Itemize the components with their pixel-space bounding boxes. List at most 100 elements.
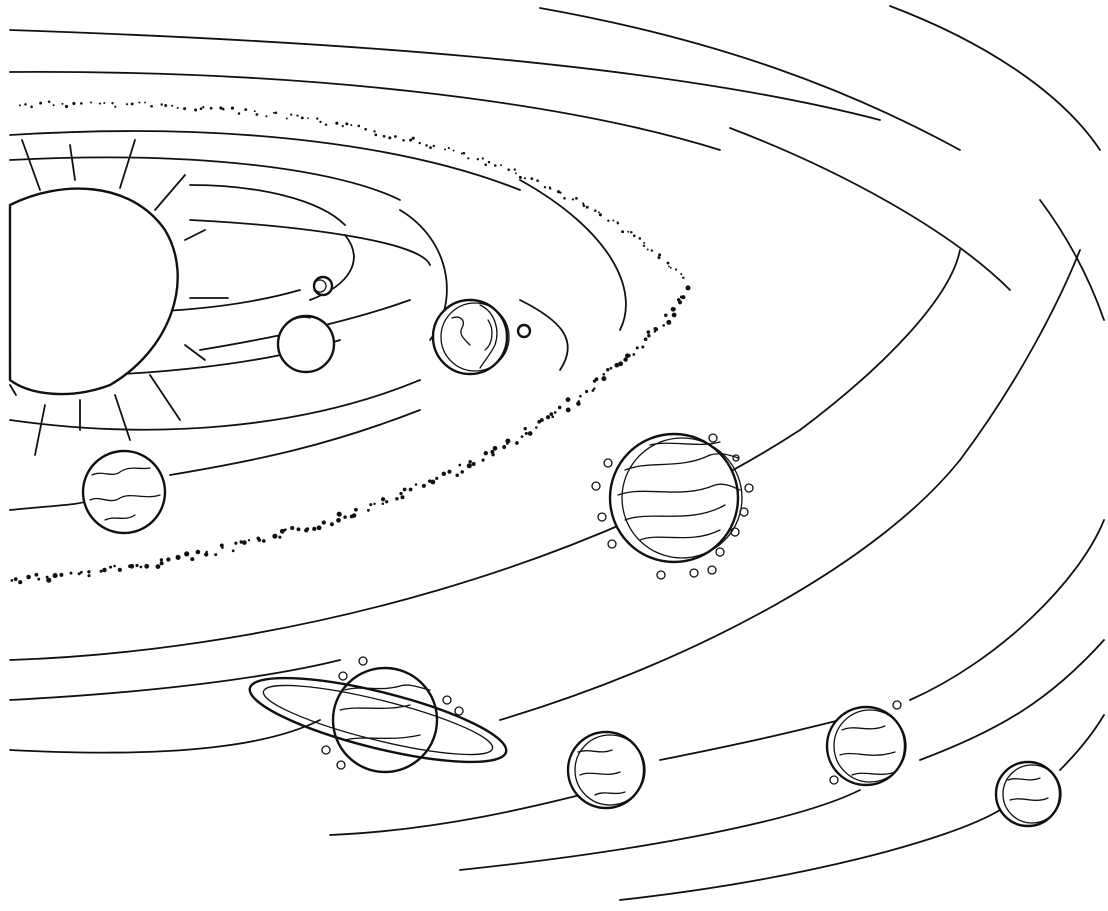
asteroid <box>231 107 234 110</box>
asteroid <box>144 564 149 569</box>
asteroid <box>528 431 533 436</box>
asteroid <box>612 219 614 221</box>
moon <box>518 325 530 337</box>
asteroid <box>248 539 250 541</box>
asteroid <box>184 551 189 556</box>
asteroid <box>222 108 225 111</box>
asteroid <box>632 353 635 356</box>
venus <box>278 316 334 372</box>
asteroid <box>559 191 561 193</box>
asteroid <box>18 580 22 584</box>
asteroid <box>601 376 606 381</box>
neptune <box>827 701 906 785</box>
asteroid <box>566 397 571 402</box>
asteroid <box>290 114 292 116</box>
asteroid <box>425 144 428 147</box>
asteroid <box>160 561 164 565</box>
asteroid <box>166 557 170 561</box>
asteroid <box>482 459 485 462</box>
asteroid <box>394 135 397 138</box>
asteroid <box>521 435 524 438</box>
asteroid <box>304 528 308 532</box>
asteroid <box>566 407 571 412</box>
asteroid <box>53 573 58 578</box>
asteroid <box>278 536 281 539</box>
asteroid <box>129 564 134 569</box>
asteroid <box>636 346 639 349</box>
asteroid <box>325 123 327 125</box>
asteroid <box>575 197 578 200</box>
asteroid <box>681 295 685 299</box>
asteroid <box>519 176 522 179</box>
asteroid <box>431 480 436 485</box>
asteroid <box>666 320 671 325</box>
asteroid <box>232 549 235 552</box>
asteroid <box>254 110 256 112</box>
asteroid <box>335 122 338 125</box>
asteroid <box>65 105 68 108</box>
asteroid <box>677 298 680 301</box>
asteroid <box>113 565 116 568</box>
asteroid <box>19 104 21 106</box>
asteroid <box>647 249 649 251</box>
asteroid <box>364 128 367 131</box>
asteroid <box>258 538 262 542</box>
asteroid <box>312 527 316 531</box>
asteroid <box>658 253 661 256</box>
asteroid <box>238 112 241 115</box>
orbit-lines <box>10 6 1104 900</box>
asteroid <box>144 102 146 104</box>
asteroid <box>507 168 510 171</box>
jupiter <box>592 434 753 579</box>
asteroid <box>433 145 435 147</box>
asteroid <box>357 125 360 128</box>
asteroid <box>675 268 677 270</box>
asteroid <box>336 518 341 523</box>
asteroid <box>682 277 684 279</box>
asteroid <box>602 373 605 376</box>
asteroid <box>200 107 203 110</box>
asteroid <box>138 101 140 103</box>
asteroid <box>458 464 461 467</box>
asteroid <box>544 186 546 188</box>
asteroid <box>316 117 318 119</box>
asteroid <box>582 202 584 204</box>
asteroid <box>399 492 402 495</box>
asteroid <box>39 102 42 105</box>
asteroid <box>554 411 557 414</box>
asteroid <box>160 103 162 105</box>
asteroid <box>202 106 204 108</box>
asteroid <box>100 570 103 573</box>
asteroid <box>578 400 580 402</box>
asteroid <box>204 552 208 556</box>
asteroid <box>563 197 566 200</box>
asteroid <box>102 568 107 573</box>
asteroid <box>11 579 14 582</box>
asteroid <box>442 472 446 476</box>
asteroid <box>214 553 217 556</box>
asteroid <box>234 542 237 545</box>
asteroid <box>500 164 502 166</box>
asteroid <box>53 104 55 106</box>
asteroid <box>72 102 75 105</box>
asteroid <box>99 103 101 105</box>
asteroid <box>402 139 405 142</box>
asteroid <box>643 242 645 244</box>
asteroid <box>87 570 90 573</box>
asteroid <box>610 367 613 370</box>
asteroid <box>668 266 670 268</box>
asteroid <box>160 558 163 561</box>
asteroid <box>382 502 385 505</box>
asteroid <box>546 415 550 419</box>
asteroid <box>623 357 627 361</box>
asteroid <box>535 426 538 429</box>
asteroid <box>345 122 348 125</box>
asteroid <box>24 103 27 106</box>
asteroid <box>428 480 430 482</box>
asteroid <box>135 564 138 567</box>
asteroid <box>388 136 391 139</box>
asteroid <box>183 107 186 110</box>
asteroid <box>672 307 676 311</box>
asteroid <box>525 432 528 435</box>
asteroid <box>164 104 167 107</box>
